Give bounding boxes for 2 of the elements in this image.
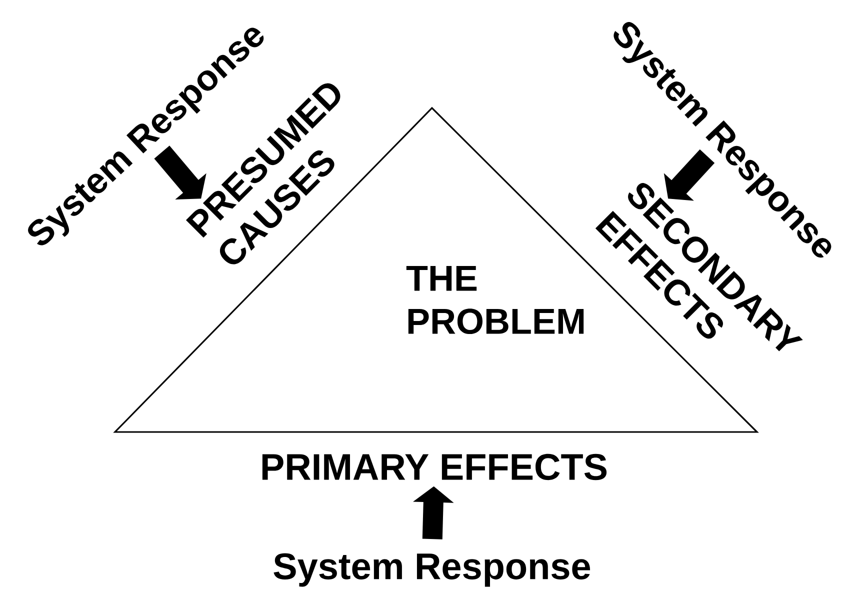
side-label: PRIMARY EFFECTS — [262, 454, 607, 480]
response-label: System Response — [274, 553, 590, 587]
